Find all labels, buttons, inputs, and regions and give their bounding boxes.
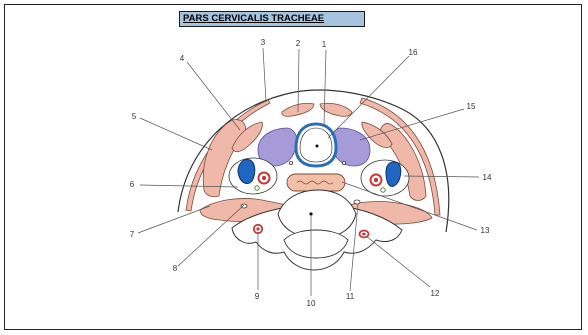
leader-2 bbox=[298, 49, 299, 112]
vagus-nerve-left bbox=[255, 186, 259, 190]
recurrent-laryngeal-nerve-right bbox=[342, 161, 345, 164]
label-14: 14 bbox=[483, 173, 492, 182]
leader-3 bbox=[263, 48, 266, 102]
leader-1 bbox=[324, 50, 326, 125]
carotid-lumen-right bbox=[374, 178, 378, 182]
label-12: 12 bbox=[431, 289, 440, 298]
carotid-lumen-left bbox=[262, 176, 266, 180]
esophagus bbox=[287, 174, 345, 191]
sympathetic-trunk-right bbox=[354, 200, 360, 204]
vertebral-artery-left-lumen bbox=[256, 227, 259, 230]
label-3: 3 bbox=[261, 38, 266, 47]
recurrent-laryngeal-nerve-left bbox=[289, 161, 292, 164]
vertebral-artery-right-lumen bbox=[362, 233, 366, 236]
label-9: 9 bbox=[255, 292, 260, 301]
label-8: 8 bbox=[173, 264, 178, 273]
leader-6 bbox=[140, 185, 238, 187]
label-6: 6 bbox=[130, 180, 135, 189]
label-5: 5 bbox=[132, 112, 137, 121]
leader-5 bbox=[140, 118, 212, 150]
trachea-marker bbox=[316, 145, 319, 148]
label-11: 11 bbox=[346, 292, 355, 301]
vagus-nerve-right bbox=[381, 188, 385, 192]
label-13: 13 bbox=[481, 226, 490, 235]
label-10: 10 bbox=[307, 299, 316, 308]
leader-7 bbox=[138, 206, 210, 233]
label-15: 15 bbox=[467, 102, 476, 111]
vertebral-marker bbox=[309, 212, 312, 215]
label-16: 16 bbox=[409, 48, 418, 57]
leader-4 bbox=[187, 62, 240, 130]
leader-12 bbox=[366, 236, 430, 287]
internal-jugular-vein-left bbox=[238, 160, 255, 184]
label-7: 7 bbox=[130, 230, 135, 239]
label-2: 2 bbox=[296, 39, 301, 48]
label-4: 4 bbox=[180, 54, 185, 63]
label-1: 1 bbox=[322, 40, 327, 49]
